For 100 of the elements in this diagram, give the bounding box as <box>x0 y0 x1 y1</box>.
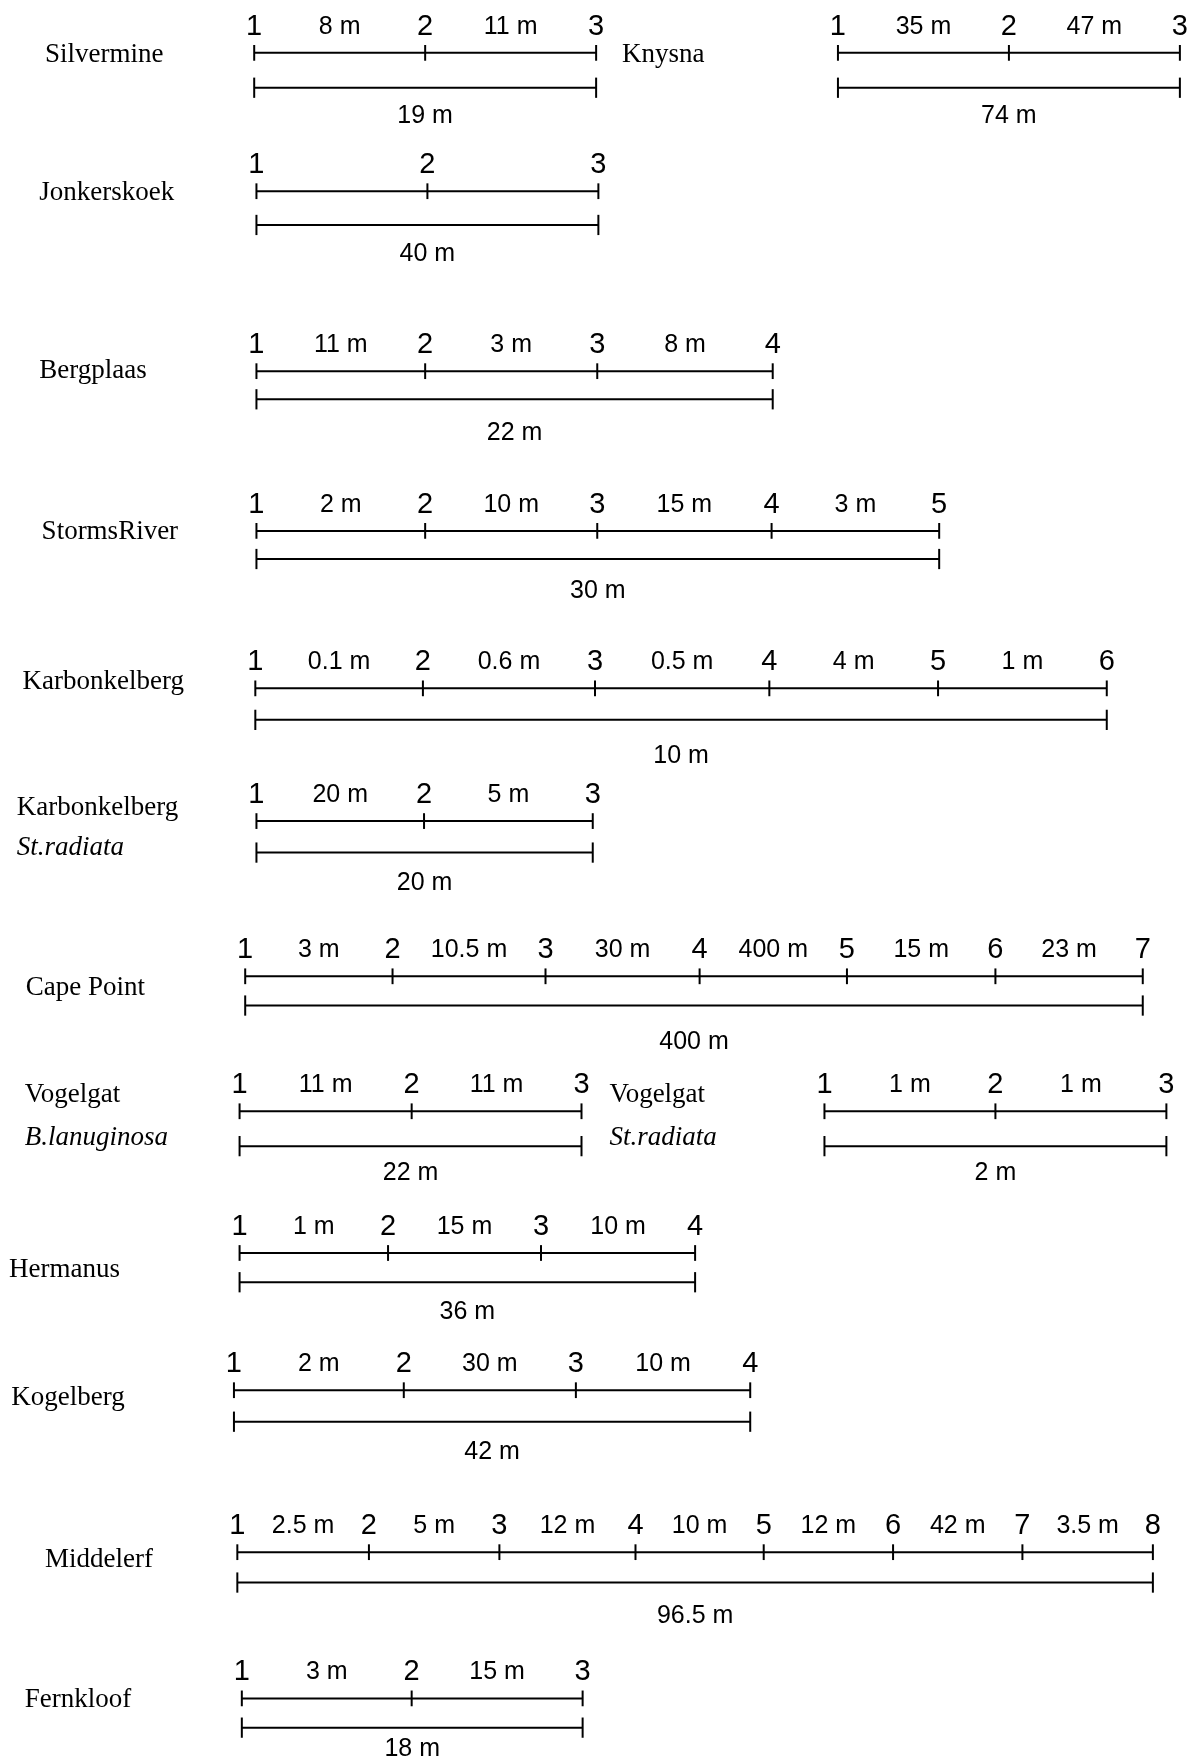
distance-label: 11 m <box>313 330 368 356</box>
site-name: Knysna <box>622 39 705 67</box>
total-distance-label: 400 m <box>659 1027 729 1053</box>
point-number: 2 <box>384 933 401 963</box>
site-name: Silvermine <box>45 39 164 67</box>
species-name: B.lanuginosa <box>24 1122 168 1150</box>
point-number: 1 <box>229 1509 246 1539</box>
distance-label: 5 m <box>413 1511 455 1537</box>
point-number: 1 <box>829 10 846 40</box>
point-number: 7 <box>1134 933 1151 963</box>
total-distance-label: 74 m <box>981 101 1037 127</box>
point-number: 2 <box>419 148 436 178</box>
distance-label: 11 m <box>298 1070 353 1096</box>
distance-label: 10 m <box>590 1212 646 1238</box>
point-number: 6 <box>987 933 1004 963</box>
point-number: 2 <box>417 488 434 518</box>
point-number: 1 <box>237 933 254 963</box>
point-number: 3 <box>491 1509 508 1539</box>
distance-label: 2.5 m <box>271 1511 335 1537</box>
distance-label: 15 m <box>469 1657 525 1683</box>
site-name: Vogelgat <box>24 1079 121 1107</box>
distance-label: 12 m <box>800 1511 857 1537</box>
distance-label: 1 m <box>1001 647 1044 673</box>
point-number: 2 <box>379 1210 397 1240</box>
point-number: 2 <box>417 328 434 358</box>
point-number: 1 <box>231 1068 248 1098</box>
point-number: 1 <box>233 1655 250 1685</box>
site-name: Karbonkelberg <box>16 792 179 820</box>
total-distance-label: 96.5 m <box>656 1601 734 1627</box>
total-distance-label: 19 m <box>397 101 453 127</box>
distance-label: 3 m <box>490 330 533 356</box>
distance-label: 15 m <box>893 935 949 961</box>
site-name: Cape Point <box>25 972 146 1000</box>
distance-label: 11 m <box>469 1070 524 1096</box>
point-number: 5 <box>930 645 947 675</box>
distance-label: 10 m <box>671 1511 728 1537</box>
point-number: 2 <box>395 1347 412 1377</box>
total-distance-label: 20 m <box>396 868 453 894</box>
point-number: 4 <box>687 1210 704 1240</box>
distance-label: 3 m <box>305 1657 348 1683</box>
total-distance-label: 30 m <box>570 576 626 602</box>
point-number: 3 <box>532 1210 550 1240</box>
point-number: 5 <box>755 1509 772 1539</box>
point-number: 7 <box>1014 1509 1031 1539</box>
distance-label: 10 m <box>635 1349 691 1375</box>
point-number: 6 <box>885 1509 902 1539</box>
point-number: 4 <box>742 1347 759 1377</box>
distance-label: 10 m <box>483 490 539 516</box>
point-number: 4 <box>691 933 708 963</box>
site-name: Middelerf <box>45 1544 153 1572</box>
distance-label: 47 m <box>1066 12 1123 38</box>
distance-label: 3 m <box>298 935 340 961</box>
point-number: 1 <box>248 328 265 358</box>
distance-label: 1 m <box>889 1070 931 1096</box>
distance-label: 12 m <box>539 1511 596 1537</box>
distance-label: 11 m <box>483 12 538 38</box>
point-number: 2 <box>403 1655 420 1685</box>
point-number: 3 <box>1171 10 1188 40</box>
total-distance-label: 22 m <box>486 418 543 444</box>
point-number: 1 <box>231 1210 248 1240</box>
site-name: Bergplaas <box>39 355 147 383</box>
point-number: 3 <box>1158 1068 1175 1098</box>
total-distance-label: 18 m <box>384 1734 440 1760</box>
point-number: 4 <box>627 1509 644 1539</box>
distance-label: 35 m <box>895 12 952 38</box>
total-distance-label: 10 m <box>653 741 709 767</box>
point-number: 8 <box>1144 1509 1161 1539</box>
distance-label: 10.5 m <box>430 935 508 961</box>
distance-label: 3.5 m <box>1056 1511 1119 1537</box>
distance-label: 0.5 m <box>650 647 714 673</box>
point-number: 1 <box>816 1068 833 1098</box>
point-number: 3 <box>567 1347 584 1377</box>
point-number: 1 <box>248 778 265 808</box>
site-name: StormsRiver <box>41 516 179 544</box>
point-number: 2 <box>360 1509 377 1539</box>
total-distance-label: 36 m <box>439 1297 496 1323</box>
total-distance-label: 2 m <box>974 1158 1017 1184</box>
point-number: 2 <box>414 645 431 675</box>
distance-label: 1 m <box>1060 1070 1102 1096</box>
point-number: 1 <box>247 645 264 675</box>
distance-label: 5 m <box>487 780 530 806</box>
distance-label: 8 m <box>318 12 361 38</box>
point-number: 3 <box>584 778 601 808</box>
point-number: 1 <box>246 10 263 40</box>
distance-label: 3 m <box>834 490 877 516</box>
distance-label: 20 m <box>312 780 369 806</box>
total-distance-label: 22 m <box>382 1158 439 1184</box>
distance-label: 15 m <box>656 490 713 516</box>
species-name: St.radiata <box>16 832 125 860</box>
point-number: 2 <box>415 778 433 808</box>
distance-label: 0.6 m <box>477 647 541 673</box>
total-distance-label: 40 m <box>399 239 456 265</box>
species-name: St.radiata <box>609 1122 717 1150</box>
distance-label: 23 m <box>1041 935 1097 961</box>
site-name: Fernkloof <box>24 1684 132 1712</box>
distance-label: 8 m <box>664 330 706 356</box>
distance-label: 1 m <box>292 1212 335 1238</box>
point-number: 4 <box>761 645 778 675</box>
point-number: 2 <box>987 1068 1004 1098</box>
total-distance-label: 42 m <box>464 1437 520 1463</box>
